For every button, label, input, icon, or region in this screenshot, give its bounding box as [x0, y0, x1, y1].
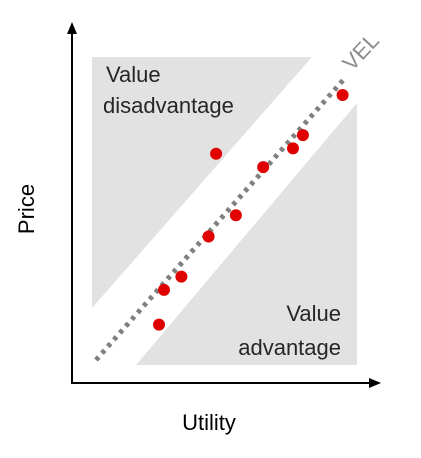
y-axis-arrow — [67, 22, 77, 34]
data-point-5 — [229, 209, 242, 222]
y-axis-label: Price — [14, 184, 39, 234]
points-layer — [153, 89, 349, 331]
data-point-8 — [287, 142, 299, 155]
data-point-9 — [296, 129, 309, 142]
region-label-disadvantage-line1: Value — [106, 62, 161, 87]
data-point-10 — [336, 89, 349, 101]
region-value-disadvantage — [92, 57, 312, 308]
region-label-disadvantage-line2: disadvantage — [103, 93, 234, 118]
data-point-7 — [257, 161, 270, 174]
vel-label: VEL — [337, 28, 384, 75]
data-point-6 — [210, 147, 223, 160]
data-point-4 — [202, 230, 215, 243]
data-point-2 — [158, 283, 170, 296]
data-point-1 — [153, 318, 165, 331]
x-axis-arrow — [369, 378, 381, 388]
region-label-advantage-line2: advantage — [238, 335, 341, 360]
data-point-3 — [175, 270, 188, 283]
region-value-advantage — [136, 103, 357, 365]
region-label-advantage-line1: Value — [286, 301, 341, 326]
x-axis-label: Utility — [182, 410, 236, 435]
